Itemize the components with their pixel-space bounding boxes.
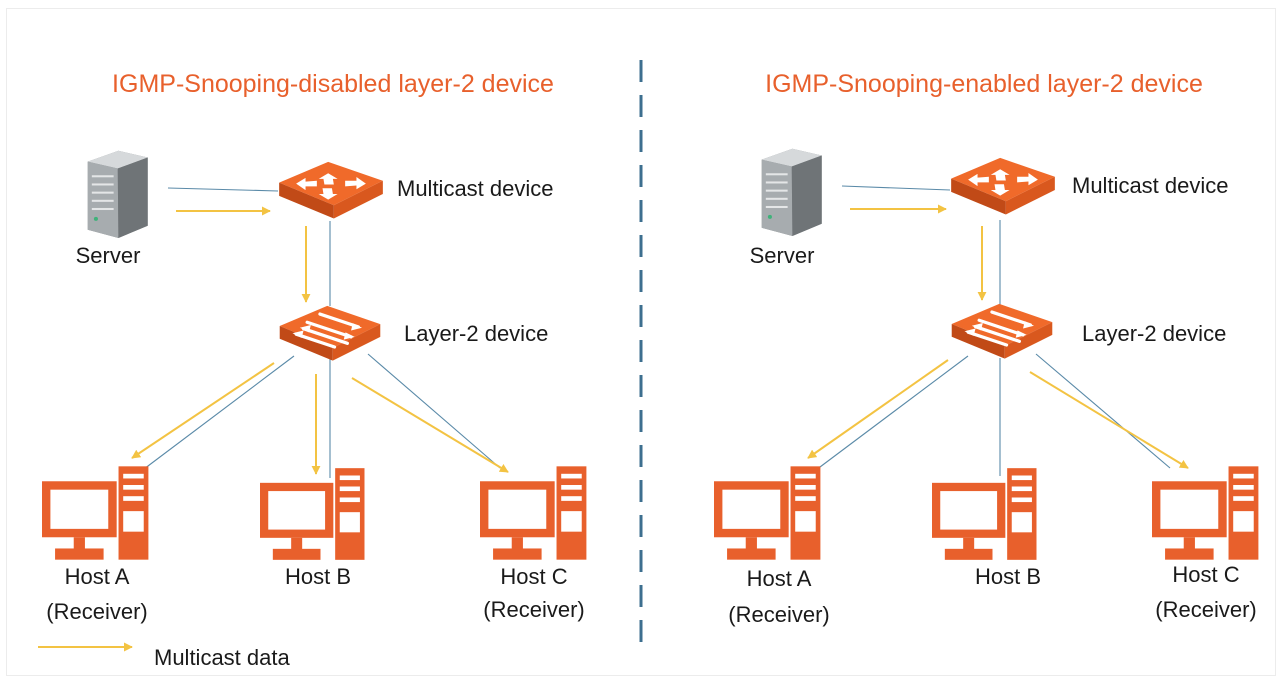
host-b-label: Host B [285,564,351,589]
host-c-icon [1152,466,1259,560]
multicast-arrow-host-a [131,362,275,459]
server-label: Server [750,243,815,268]
host-b-icon [260,468,365,560]
server-icon [87,150,148,238]
layer2-device-label: Layer-2 device [404,321,548,346]
multicast-device-label: Multicast device [397,176,554,201]
multicast-arrow-host-a [807,359,949,459]
link-server-multicast [841,185,951,191]
switch-icon [949,302,1055,361]
host-c-icon [480,466,587,560]
left-panel-title: IGMP-Snooping-disabled layer-2 device [112,70,554,98]
server-icon [761,148,822,236]
router-icon [951,157,1055,215]
right-panel-title: IGMP-Snooping-enabled layer-2 device [765,70,1203,98]
host-c-label: Host C [500,564,567,589]
host-a-icon [714,466,821,560]
host-a-label: Host A [65,564,130,589]
router-icon [279,161,383,219]
multicast-arrow-host-c [1029,371,1189,469]
host-c-label: Host C [1172,562,1239,587]
link-layer2-host-a [815,355,969,471]
legend-label: Multicast data [154,645,290,670]
server-label: Server [76,243,141,268]
multicast-device-label: Multicast device [1072,173,1229,198]
right-panel: IGMP-Snooping-enabled layer-2 device Ser… [714,70,1259,627]
multicast-arrow-host-c [351,377,509,473]
link-layer2-host-c [367,353,501,469]
host-a-label: Host A [747,566,812,591]
link-layer2-host-a [139,355,295,473]
host-a-role: (Receiver) [46,599,147,624]
host-a-role: (Receiver) [728,602,829,627]
left-panel: IGMP-Snooping-disabled layer-2 device Se… [42,70,587,624]
host-b-label: Host B [975,564,1041,589]
switch-icon [277,304,383,363]
host-a-icon [42,466,149,560]
host-b-icon [932,468,1037,560]
legend: Multicast data [38,642,290,670]
host-c-role: (Receiver) [483,597,584,622]
layer2-device-label: Layer-2 device [1082,321,1226,346]
host-c-role: (Receiver) [1155,597,1256,622]
link-layer2-host-c [1035,353,1171,469]
link-server-multicast [167,187,279,192]
diagram-frame [6,8,1276,676]
